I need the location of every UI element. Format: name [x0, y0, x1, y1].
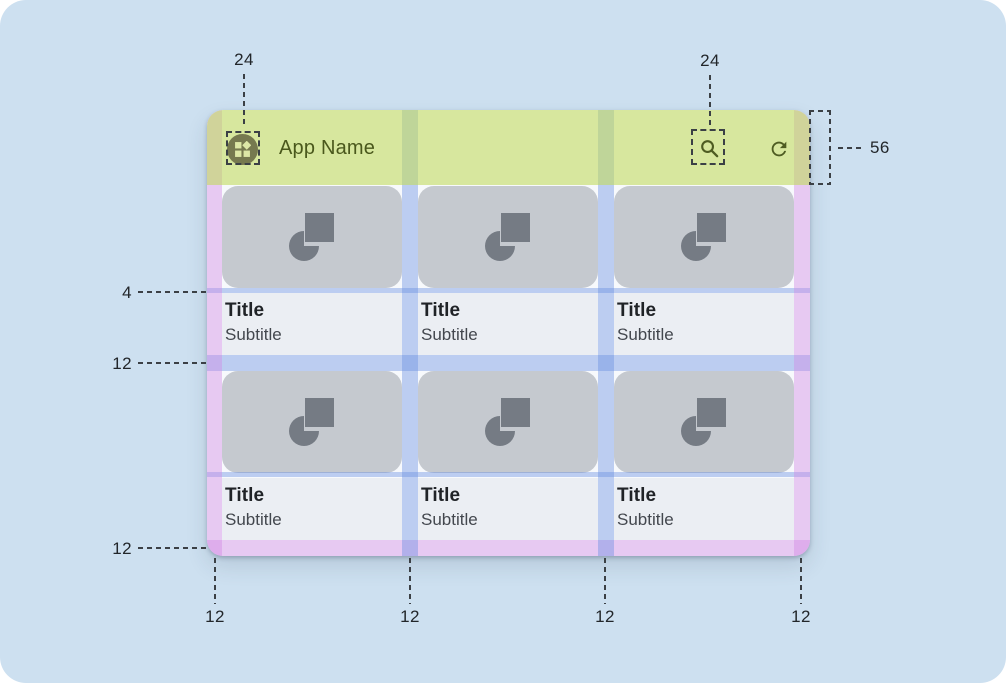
- bracket-line: [809, 183, 831, 185]
- refresh-button[interactable]: [767, 137, 791, 161]
- search-button[interactable]: [697, 136, 721, 160]
- card-subtitle: Subtitle: [617, 510, 674, 529]
- card-subtitle: Subtitle: [421, 510, 478, 529]
- card-text-area: Title Subtitle: [418, 478, 598, 540]
- image-placeholder-icon: [681, 398, 727, 446]
- leader-line: [800, 558, 802, 604]
- measure-label-12-bottom: 12: [791, 607, 811, 626]
- card-text-area: Title Subtitle: [418, 293, 598, 355]
- card-subtitle: Subtitle: [421, 325, 478, 344]
- card[interactable]: Title Subtitle: [614, 371, 794, 540]
- card-image: [222, 371, 402, 473]
- card-text-area: Title Subtitle: [614, 293, 794, 355]
- column-gutter-overlay: [598, 110, 614, 556]
- card[interactable]: Title Subtitle: [418, 371, 598, 540]
- card-image: [614, 186, 794, 288]
- row-gutter-overlay: [207, 355, 810, 371]
- app-window: Title Subtitle Title Subtitle Title Subt…: [207, 110, 810, 556]
- measure-label-56: 56: [870, 138, 890, 157]
- widgets-glyph: [235, 141, 251, 157]
- image-placeholder-icon: [681, 213, 727, 261]
- column-gutter-overlay: [402, 110, 418, 556]
- widgets-app-icon[interactable]: [227, 134, 258, 165]
- measure-label-12-margin: 12: [112, 539, 132, 558]
- card-subtitle: Subtitle: [225, 325, 282, 344]
- leader-line: [604, 558, 606, 604]
- card[interactable]: Title Subtitle: [614, 186, 794, 355]
- card-text-area: Title Subtitle: [222, 293, 402, 355]
- right-margin-overlay: [794, 110, 810, 556]
- measure-label-24-right: 24: [700, 51, 720, 70]
- card-title: Title: [225, 300, 265, 321]
- card-title: Title: [421, 300, 461, 321]
- bracket-line: [809, 110, 831, 112]
- leader-line: [214, 558, 216, 604]
- leader-line: [838, 147, 862, 149]
- card[interactable]: Title Subtitle: [222, 186, 402, 355]
- leader-line: [138, 362, 207, 364]
- measure-label-4: 4: [122, 283, 132, 302]
- bracket-line: [809, 110, 811, 185]
- leader-line: [138, 291, 207, 293]
- card-title: Title: [225, 485, 265, 506]
- measure-label-12-gutter: 12: [112, 354, 132, 373]
- measure-label-12-bottom: 12: [205, 607, 225, 626]
- leader-line: [709, 75, 711, 126]
- image-placeholder-icon: [289, 398, 335, 446]
- left-margin-overlay: [207, 110, 222, 556]
- image-placeholder-icon: [485, 398, 531, 446]
- image-placeholder-icon: [485, 213, 531, 261]
- measure-label-12-bottom: 12: [595, 607, 615, 626]
- icon-measure-box: [226, 131, 260, 165]
- icon-measure-box: [691, 129, 725, 165]
- bottom-margin-overlay: [207, 540, 810, 556]
- leader-line: [138, 547, 207, 549]
- measure-label-24-left: 24: [234, 50, 254, 69]
- card[interactable]: Title Subtitle: [222, 371, 402, 540]
- leader-line: [243, 74, 245, 127]
- app-title: App Name: [279, 137, 376, 159]
- image-placeholder-icon: [289, 213, 335, 261]
- card-text-area: Title Subtitle: [614, 478, 794, 540]
- card-title: Title: [617, 300, 657, 321]
- card-image: [418, 371, 598, 473]
- card-title: Title: [617, 485, 657, 506]
- card[interactable]: Title Subtitle: [418, 186, 598, 355]
- card-image: [614, 371, 794, 473]
- card-image: [222, 186, 402, 288]
- refresh-icon: [771, 141, 787, 157]
- leader-line: [409, 558, 411, 604]
- card-text-area: Title Subtitle: [222, 478, 402, 540]
- card-subtitle: Subtitle: [617, 325, 674, 344]
- bracket-line: [829, 110, 831, 185]
- measure-label-12-bottom: 12: [400, 607, 420, 626]
- card-subtitle: Subtitle: [225, 510, 282, 529]
- card-image: [418, 186, 598, 288]
- card-title: Title: [421, 485, 461, 506]
- search-icon: [700, 139, 718, 157]
